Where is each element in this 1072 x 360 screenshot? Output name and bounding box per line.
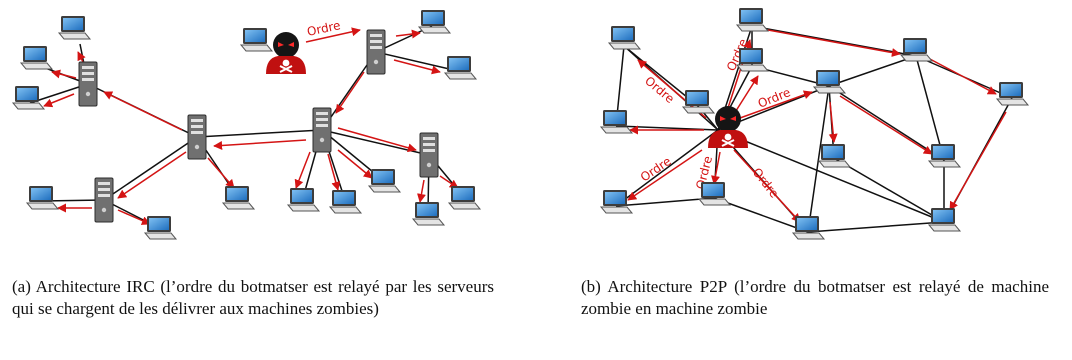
laptop-icon: [698, 181, 731, 206]
order-arrow: [839, 95, 933, 155]
laptop-icon: [448, 185, 481, 210]
laptop-icon: [792, 215, 825, 240]
order-arrow: [337, 149, 373, 179]
order-arrow: [395, 29, 421, 39]
laptop-icon: [736, 47, 769, 72]
order-arrow: [393, 59, 441, 75]
laptop-icon: [329, 189, 362, 214]
order-arrow: [305, 27, 361, 43]
server-icon: [312, 107, 332, 153]
order-arrow: [51, 69, 77, 79]
order-arrow: [739, 90, 813, 119]
order-arrow: [627, 149, 703, 201]
server-icon: [78, 61, 98, 107]
laptop-icon: [600, 109, 633, 134]
p2p-order-label-6: Ordre: [750, 165, 782, 200]
laptop-icon: [608, 25, 641, 50]
server-icon: [366, 29, 386, 75]
order-arrow: [417, 179, 426, 203]
p2p-diagram: Ordre Ordre Ordre Ordre Ordre Ordre: [600, 7, 1029, 240]
irc-diagram: Ordre: [12, 9, 481, 240]
order-arrow: [337, 127, 417, 153]
order-arrow: [103, 91, 183, 131]
laptop-icon: [222, 185, 255, 210]
order-arrow: [327, 153, 341, 191]
server-icon: [419, 132, 439, 178]
order-arrow: [767, 29, 901, 57]
laptop-icon: [928, 207, 961, 232]
laptop-icon: [26, 185, 59, 210]
laptop-icon: [368, 168, 401, 193]
laptop-icon: [418, 9, 451, 34]
botmaster-icon: [265, 31, 307, 75]
caption-irc: (a) Architecture IRC (l’ordre du botmats…: [12, 277, 494, 318]
order-arrow: [711, 151, 721, 185]
order-arrow: [733, 75, 759, 115]
p2p-order-label-4: Ordre: [638, 154, 674, 185]
laptop-icon: [444, 55, 477, 80]
order-arrow: [117, 209, 151, 225]
caption-p2p: (b) Architecture P2P (l’ordre du botmats…: [581, 277, 1049, 318]
order-arrow: [335, 71, 365, 114]
order-arrow: [43, 93, 75, 108]
server-icon: [94, 177, 114, 223]
order-arrow: [927, 57, 997, 95]
laptop-icon: [287, 187, 320, 212]
order-arrow: [949, 111, 1007, 211]
laptop-icon: [682, 89, 715, 114]
laptop-icon: [20, 45, 53, 70]
order-arrow: [733, 149, 801, 223]
laptop-icon: [58, 15, 91, 40]
laptop-icon: [12, 85, 45, 110]
order-arrow: [213, 139, 307, 150]
laptop-icon: [900, 37, 933, 62]
laptop-icon: [144, 215, 177, 240]
laptop-icon: [600, 189, 633, 214]
p2p-links: [615, 25, 1013, 233]
order-arrow: [207, 157, 235, 189]
laptop-icon: [412, 201, 445, 226]
irc-order-arrows: [43, 27, 459, 225]
laptop-icon: [818, 143, 851, 168]
irc-order-label: Ordre: [306, 18, 342, 39]
order-arrow: [117, 151, 187, 199]
laptop-icon: [996, 81, 1029, 106]
p2p-order-arrows: [627, 29, 1007, 223]
order-arrow: [828, 101, 838, 143]
server-icon: [187, 114, 207, 160]
laptop-icon: [240, 27, 273, 52]
laptop-icon: [736, 7, 769, 32]
order-arrow: [294, 151, 311, 189]
laptop-icon: [928, 143, 961, 168]
